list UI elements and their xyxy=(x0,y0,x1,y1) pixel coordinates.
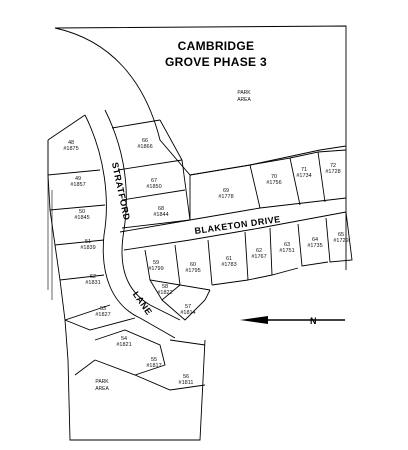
lot-address-72: #1728 xyxy=(325,169,340,175)
lot-address-57: #1814 xyxy=(180,310,195,316)
park-area-label-north-line1: PARK xyxy=(237,90,251,96)
lot-address-59: #1799 xyxy=(148,266,163,272)
lot-address-63: #1751 xyxy=(279,248,294,254)
lot-labels: 48#187549#185750#184551#183952#183153#18… xyxy=(63,138,348,386)
lot-address-60: #1795 xyxy=(185,268,200,274)
lot-number-50: 50 xyxy=(79,209,85,215)
lot-address-68: #1844 xyxy=(153,212,168,218)
lot-number-70: 70 xyxy=(271,174,277,180)
lot-address-51: #1839 xyxy=(80,245,95,251)
lot-number-52: 52 xyxy=(90,274,96,280)
lot-address-56: #1811 xyxy=(179,380,194,386)
lot-number-64: 64 xyxy=(312,237,318,243)
north-lots xyxy=(189,149,347,220)
lot-address-70: #1756 xyxy=(266,180,281,186)
lot-number-57: 57 xyxy=(185,304,191,310)
lot-number-67: 67 xyxy=(151,178,157,184)
lot-address-50: #1845 xyxy=(74,215,89,221)
north-arrow-letter: N xyxy=(310,316,317,326)
lot-address-65: #1729 xyxy=(333,238,348,244)
lot-address-71: #1734 xyxy=(296,173,311,179)
lot-number-55: 55 xyxy=(151,357,157,363)
park-area-label-north-line2: AREA xyxy=(237,97,251,103)
lot-address-53: #1827 xyxy=(95,312,110,318)
lot-number-68: 68 xyxy=(158,206,164,212)
lot-address-58: #1822 xyxy=(157,290,172,296)
lot-number-62: 62 xyxy=(256,248,262,254)
lot-number-56: 56 xyxy=(183,374,189,380)
stratford-lane-outer-edge xyxy=(84,114,176,339)
lot-address-69: #1778 xyxy=(218,194,233,200)
inner-lots xyxy=(111,119,191,233)
map-title-line1: CAMBRIDGE xyxy=(178,39,255,53)
lot-address-55: #1817 xyxy=(146,363,161,369)
lot-number-51: 51 xyxy=(85,239,91,245)
lot-number-61: 61 xyxy=(226,256,232,262)
lot-address-54: #1821 xyxy=(116,342,131,348)
lot-number-59: 59 xyxy=(153,260,159,266)
lot-number-71: 71 xyxy=(301,167,307,173)
lot-address-62: #1767 xyxy=(251,254,266,260)
lot-address-66: #1866 xyxy=(137,144,152,150)
map-title-line2: GROVE PHASE 3 xyxy=(165,55,267,69)
lot-number-63: 63 xyxy=(284,242,290,248)
lot-number-49: 49 xyxy=(75,176,81,182)
lot-address-61: #1783 xyxy=(221,262,236,268)
lot-number-58: 58 xyxy=(162,284,168,290)
north-arrow: N xyxy=(240,316,345,326)
lot-address-52: #1831 xyxy=(85,280,100,286)
lot-number-65: 65 xyxy=(338,232,344,238)
subdivision-boundary xyxy=(54,25,347,270)
left-lots xyxy=(47,114,206,441)
lot-address-67: #1850 xyxy=(146,184,161,190)
lot-number-48: 48 xyxy=(68,140,74,146)
street-label-lane: LANE xyxy=(131,290,154,317)
park-area-label-south-line1: PARK xyxy=(95,379,109,385)
lot-number-72: 72 xyxy=(330,163,336,169)
street-label-stratford: STRATFORD xyxy=(110,161,132,221)
lot-address-49: #1857 xyxy=(70,182,85,188)
blaketon-drive-south-edge xyxy=(123,211,347,251)
lot-number-66: 66 xyxy=(142,138,148,144)
blaketon-drive-north-edge xyxy=(121,197,347,229)
stratford-lane-inner-edge xyxy=(104,109,181,321)
lot-number-53: 53 xyxy=(100,306,106,312)
lot-address-64: #1735 xyxy=(307,243,322,249)
lot-number-69: 69 xyxy=(223,188,229,194)
park-area-label-south-line2: AREA xyxy=(95,386,109,392)
lot-address-48: #1875 xyxy=(63,146,78,152)
lot-number-60: 60 xyxy=(190,262,196,268)
south-lots xyxy=(144,211,353,321)
lot-number-54: 54 xyxy=(121,336,127,342)
